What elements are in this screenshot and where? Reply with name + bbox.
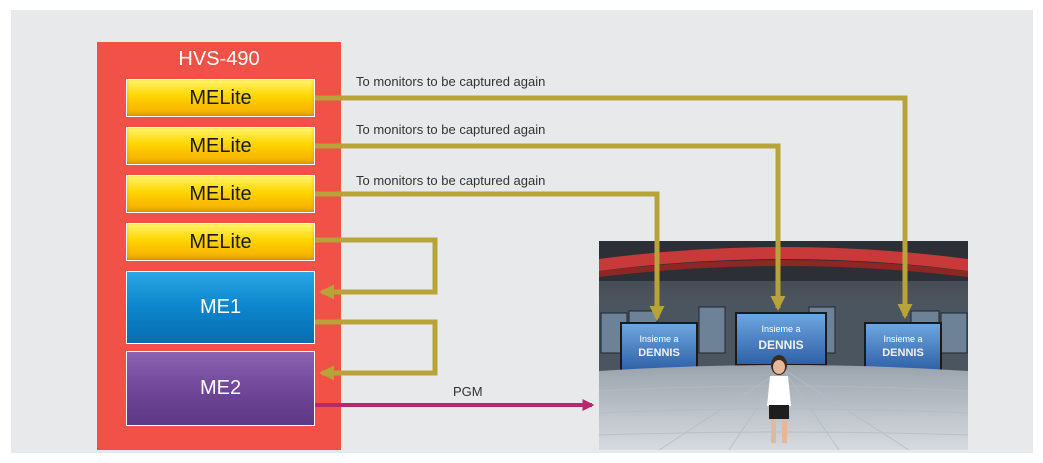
screen-text-bottom-left: DENNIS	[638, 347, 680, 359]
melite-box-1: MELite	[126, 79, 315, 117]
monitor-label-2: To monitors to be captured again	[356, 122, 546, 137]
monitor-label-3: To monitors to be captured again	[356, 173, 546, 188]
screen-text-top-right: Insieme a	[883, 334, 922, 344]
screen-text-top-left: Insieme a	[639, 334, 678, 344]
studio-screen-left: Insieme a DENNIS	[620, 322, 698, 372]
feed-arrow-melite-1	[315, 95, 913, 319]
loop-arrow-melite4-to-me1	[315, 237, 438, 300]
loop-arrow-me1-to-me2	[315, 319, 438, 381]
presenter-figure	[767, 355, 791, 443]
switcher-title: HVS-490	[178, 48, 260, 70]
melite-box-3: MELite	[126, 175, 315, 213]
melite-box-4: MELite	[126, 223, 315, 261]
screen-text-bottom-right: DENNIS	[882, 347, 924, 359]
feed-arrow-melite-2	[315, 143, 786, 311]
screen-text-bottom-center: DENNIS	[758, 338, 803, 352]
screen-text-top-center: Insieme a	[761, 324, 800, 334]
pgm-label: PGM	[453, 384, 483, 399]
feed-arrow-melite-3	[315, 191, 665, 321]
me2-box: ME2	[126, 351, 315, 426]
studio-screen-right: Insieme a DENNIS	[864, 322, 942, 372]
monitor-label-1: To monitors to be captured again	[356, 74, 546, 89]
melite-box-2: MELite	[126, 127, 315, 165]
me1-box: ME1	[126, 271, 315, 344]
studio-screen-center: Insieme a DENNIS	[735, 312, 827, 366]
